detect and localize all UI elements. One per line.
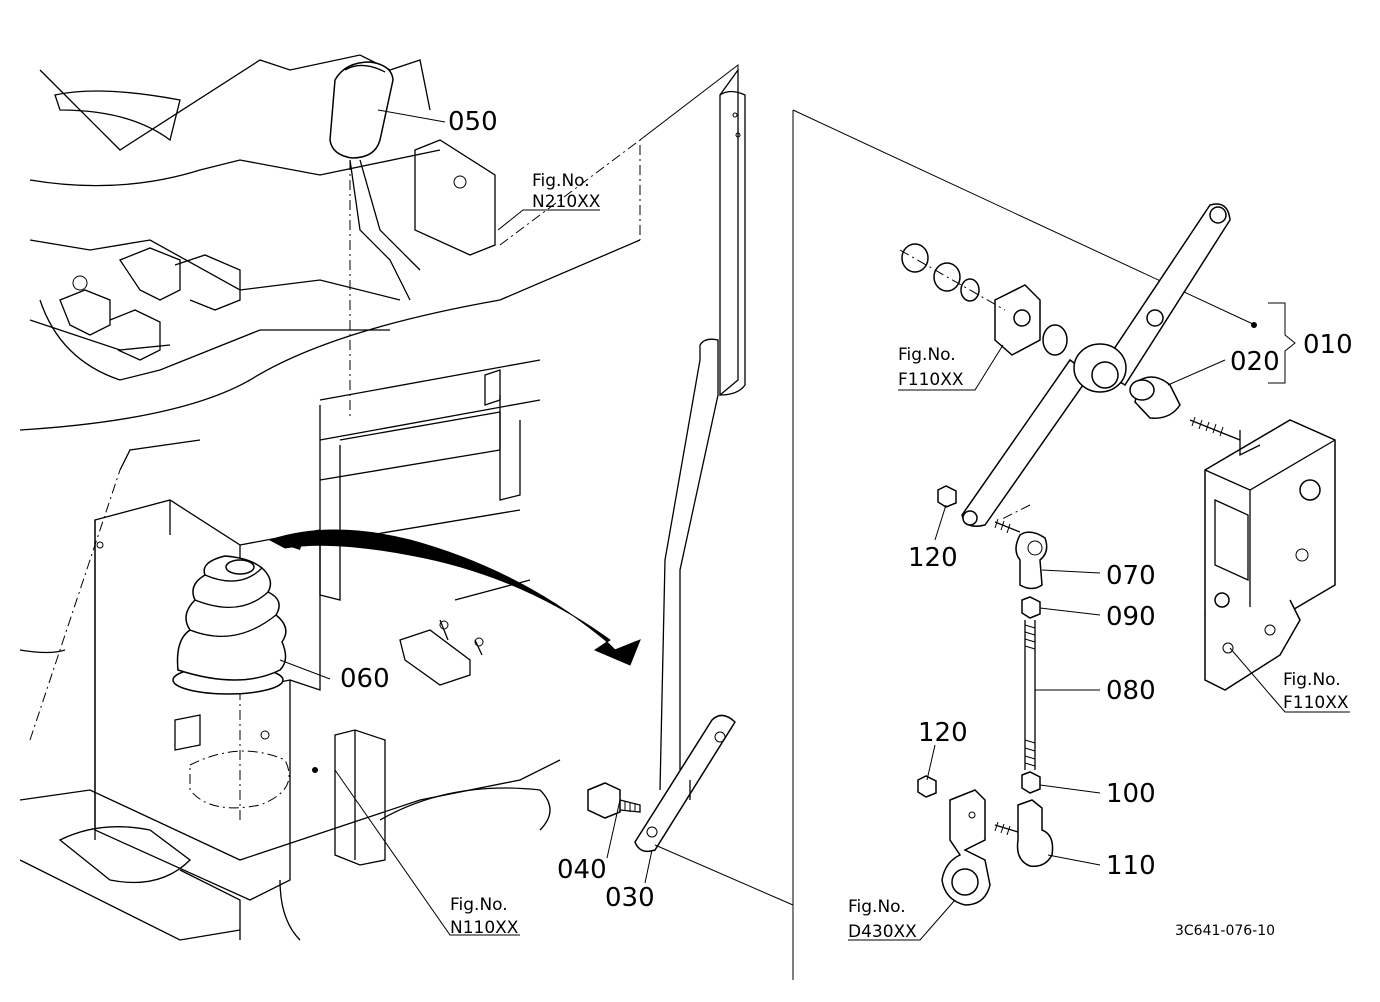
location-arrow	[268, 529, 641, 666]
assembly-bracket-010	[1268, 302, 1296, 384]
label-090: 090	[1106, 602, 1156, 632]
fig-ref-n110-top: Fig.No.	[450, 895, 508, 915]
leader-lines	[279, 109, 1350, 941]
nut-120-lower	[917, 775, 937, 798]
bracket-d430	[941, 789, 991, 906]
fig-ref-f110-upper-top: Fig.No.	[898, 345, 956, 365]
rod-end-110	[1016, 799, 1054, 868]
ball-joint-070	[1015, 531, 1048, 590]
fig-ref-f110-lower-top: Fig.No.	[1283, 670, 1341, 690]
fig-ref-f110-lower-bottom: F110XX	[1283, 693, 1349, 713]
lever-rod-030	[634, 67, 746, 853]
label-100: 100	[1106, 779, 1156, 809]
label-070: 070	[1106, 561, 1156, 591]
cross-lever-assembly-010	[899, 203, 1241, 527]
rubber-boot-060	[172, 555, 287, 695]
assembly-marker	[1251, 322, 1257, 328]
label-080: 080	[1106, 676, 1156, 706]
label-020: 020	[1230, 347, 1280, 377]
part-labels: 050 060 040 030 010 020 120 070 090 080 …	[340, 107, 1353, 913]
label-120-upper: 120	[908, 543, 958, 573]
fig-ref-d430-top: Fig.No.	[848, 897, 906, 917]
lever-knob-050	[329, 61, 394, 159]
bolt-040	[587, 782, 641, 819]
label-120-lower: 120	[918, 718, 968, 748]
label-110: 110	[1106, 851, 1156, 881]
fig-ref-d430-bottom: D430XX	[848, 922, 917, 942]
fig-ref-f110-upper-bottom: F110XX	[898, 370, 964, 390]
figure-references: Fig.No. N210XX Fig.No. F110XX Fig.No. F1…	[450, 171, 1349, 942]
label-060: 060	[340, 664, 390, 694]
drawing-code: 3C641-076-10	[1175, 923, 1275, 939]
nut-090	[1021, 596, 1041, 619]
label-010: 010	[1303, 330, 1353, 360]
control-valve-block	[1204, 419, 1336, 691]
fig-ref-n210-top: Fig.No.	[532, 171, 590, 191]
fig-ref-n110-bottom: N110XX	[450, 918, 519, 938]
linkage-rod-assembly	[917, 485, 1054, 868]
fig-ref-n210-bottom: N210XX	[532, 192, 601, 212]
nut-100	[1021, 771, 1041, 794]
label-040: 040	[557, 855, 607, 885]
threaded-rod-080	[1024, 620, 1036, 770]
group-boundary-center	[639, 63, 739, 141]
platform-illustration	[19, 54, 641, 941]
label-030: 030	[605, 883, 655, 913]
label-050: 050	[448, 107, 498, 137]
nut-120-upper	[937, 485, 957, 508]
